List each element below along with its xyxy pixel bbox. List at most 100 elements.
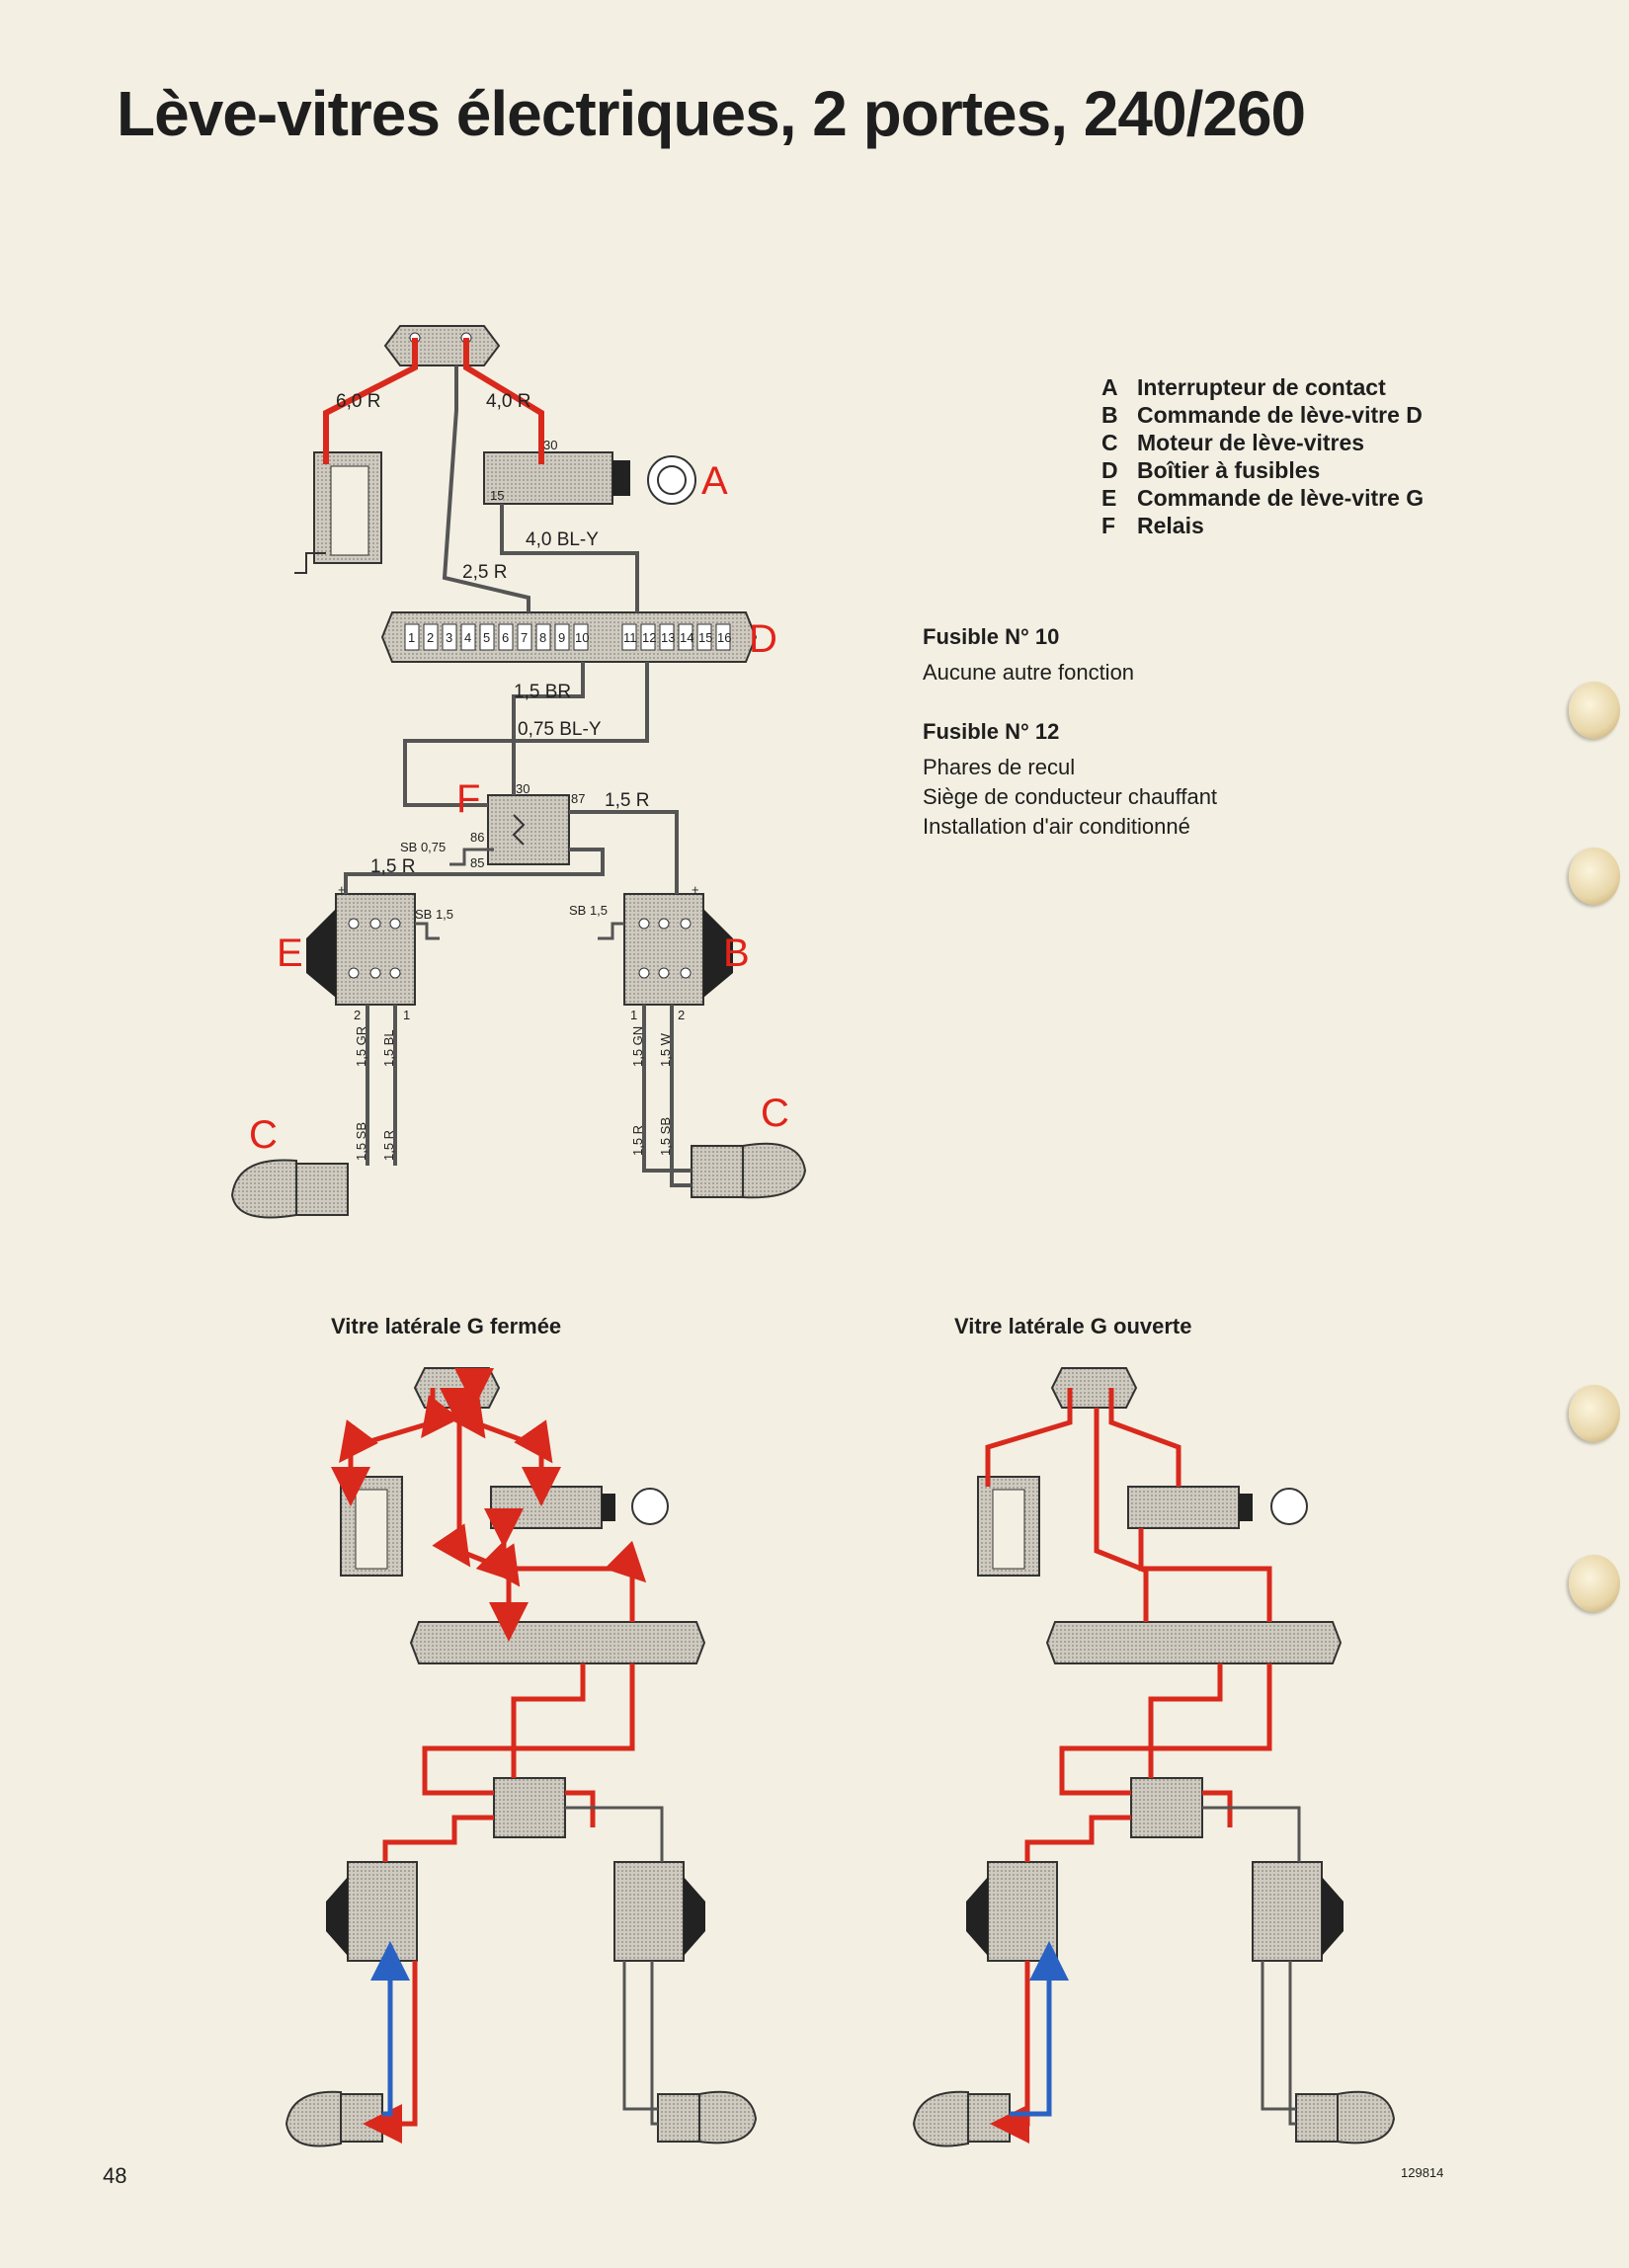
key-icon bbox=[647, 455, 696, 505]
label-e: E bbox=[277, 932, 303, 975]
wire-label: 1,5 BL bbox=[381, 1029, 396, 1067]
legend-key: F bbox=[1101, 513, 1116, 538]
window-switch-left bbox=[335, 893, 416, 1006]
fuse-slot bbox=[554, 623, 570, 651]
fuse-10-note: Fusible N° 10 Aucune autre fonction bbox=[923, 624, 1134, 686]
terminal-dot bbox=[369, 967, 381, 979]
fuse-number: 6 bbox=[502, 630, 509, 645]
wire-label: 6,0 R bbox=[336, 391, 380, 412]
legend-text: Commande de lève-vitre G bbox=[1137, 485, 1425, 511]
legend-key: C bbox=[1101, 430, 1118, 455]
terminal-label: + bbox=[338, 882, 346, 897]
wire-label: SB 1,5 bbox=[415, 907, 453, 922]
window-switch-right bbox=[1252, 1861, 1323, 1962]
window-switch-right bbox=[623, 893, 704, 1006]
terminal-dot bbox=[680, 918, 692, 930]
fuse-slot bbox=[678, 623, 693, 651]
fuse-number: 9 bbox=[558, 630, 565, 645]
relay bbox=[487, 794, 570, 865]
wire-label: 1,5 R bbox=[370, 856, 415, 877]
wire-sb15-right bbox=[598, 922, 624, 940]
ignition-switch bbox=[1127, 1486, 1240, 1529]
label-d: D bbox=[749, 617, 777, 661]
wire-60r bbox=[323, 338, 418, 464]
wires-right-motor bbox=[642, 1005, 692, 1187]
switch-right-rocker bbox=[1322, 1877, 1344, 1956]
wire-15r-left bbox=[344, 848, 605, 894]
key-icon bbox=[631, 1488, 669, 1525]
wire-label: 4,0 R bbox=[486, 391, 530, 412]
legend-text: Commande de lève-vitre D bbox=[1137, 402, 1423, 428]
wire-motor-blue bbox=[1010, 1941, 1069, 2117]
relay-coil bbox=[512, 814, 526, 846]
fuse-number: 4 bbox=[464, 630, 471, 645]
wire-sb075 bbox=[449, 848, 494, 866]
terminal-label: 2 bbox=[354, 1008, 361, 1022]
fuse-numbers: 1 2 3 4 5 6 7 8 9 10 11 12 13 14 15 16 bbox=[408, 630, 731, 645]
legend-key: B bbox=[1101, 402, 1118, 428]
terminal-label: 1 bbox=[403, 1008, 410, 1022]
main-terminal-block bbox=[383, 325, 501, 366]
wire-feed-red bbox=[985, 1388, 1272, 1622]
wire-label: 1,5 R bbox=[605, 790, 649, 811]
battery-cell bbox=[355, 1489, 388, 1570]
main-diagram: 1 2 3 4 5 6 7 8 9 10 11 12 13 14 15 16 bbox=[230, 325, 807, 1219]
fuse-slot bbox=[640, 623, 656, 651]
legend-item: B Commande de lève-vitre D bbox=[1101, 401, 1424, 429]
reference-number: 129814 bbox=[1401, 2165, 1444, 2180]
page-title: Lève-vitres électriques, 2 portes, 240/2… bbox=[117, 78, 1306, 149]
window-switch-left bbox=[347, 1861, 418, 1962]
terminal-dot bbox=[348, 967, 360, 979]
wire-label: 4,0 BL-Y bbox=[526, 529, 599, 550]
fuse-slot bbox=[517, 623, 532, 651]
fuse-number: 15 bbox=[698, 630, 712, 645]
wire-relay-gray bbox=[565, 1806, 664, 1862]
fuse-number: 1 bbox=[408, 630, 415, 645]
terminal-label: 2 bbox=[678, 1008, 685, 1022]
terminal-label: 30 bbox=[543, 438, 557, 452]
terminal-dot bbox=[658, 918, 670, 930]
wire-15r-relay bbox=[569, 810, 679, 894]
ignition-switch bbox=[483, 451, 613, 505]
key-icon-inner bbox=[657, 465, 687, 495]
terminal-label: 86 bbox=[470, 830, 484, 845]
legend-key: E bbox=[1101, 485, 1117, 511]
fuse-number: 16 bbox=[717, 630, 731, 645]
key-icon bbox=[1270, 1488, 1308, 1525]
terminal-dot bbox=[638, 967, 650, 979]
ignition-switch-plug bbox=[612, 460, 630, 496]
relay bbox=[493, 1777, 566, 1838]
motor-left bbox=[295, 1163, 349, 1216]
motor-right bbox=[691, 1145, 744, 1198]
diagram-window-open bbox=[912, 1367, 1396, 2147]
label-c-right: C bbox=[761, 1092, 789, 1135]
diagram-window-closed bbox=[285, 1367, 758, 2147]
binder-hole bbox=[1569, 1555, 1620, 1612]
wire-feed-red bbox=[351, 1388, 632, 1622]
switch-right-rocker bbox=[684, 1877, 705, 1956]
wire-relay-red bbox=[382, 1663, 635, 1862]
wire-label: SB 0,75 bbox=[400, 840, 446, 854]
wire-075bly bbox=[403, 662, 649, 807]
motor-left-housing bbox=[285, 2090, 342, 2147]
wire-40bly bbox=[500, 504, 639, 612]
binder-hole bbox=[1569, 1385, 1620, 1442]
switch-left-rocker bbox=[326, 1877, 348, 1956]
wire-label: SB 1,5 bbox=[569, 903, 608, 918]
wire-label: 0,75 BL-Y bbox=[518, 719, 602, 740]
window-switch-left bbox=[987, 1861, 1058, 1962]
fuse-slot bbox=[659, 623, 675, 651]
terminal-dot bbox=[638, 918, 650, 930]
fuse-number: 10 bbox=[575, 630, 589, 645]
wire-sb15-left bbox=[415, 922, 440, 940]
motor-left bbox=[340, 2093, 383, 2143]
window-switch-right bbox=[613, 1861, 685, 1962]
motor-right-housing bbox=[1337, 2090, 1396, 2145]
wire-label: 1,5 W bbox=[658, 1032, 673, 1067]
label-f: F bbox=[456, 777, 480, 821]
terminal-block bbox=[413, 1367, 501, 1409]
